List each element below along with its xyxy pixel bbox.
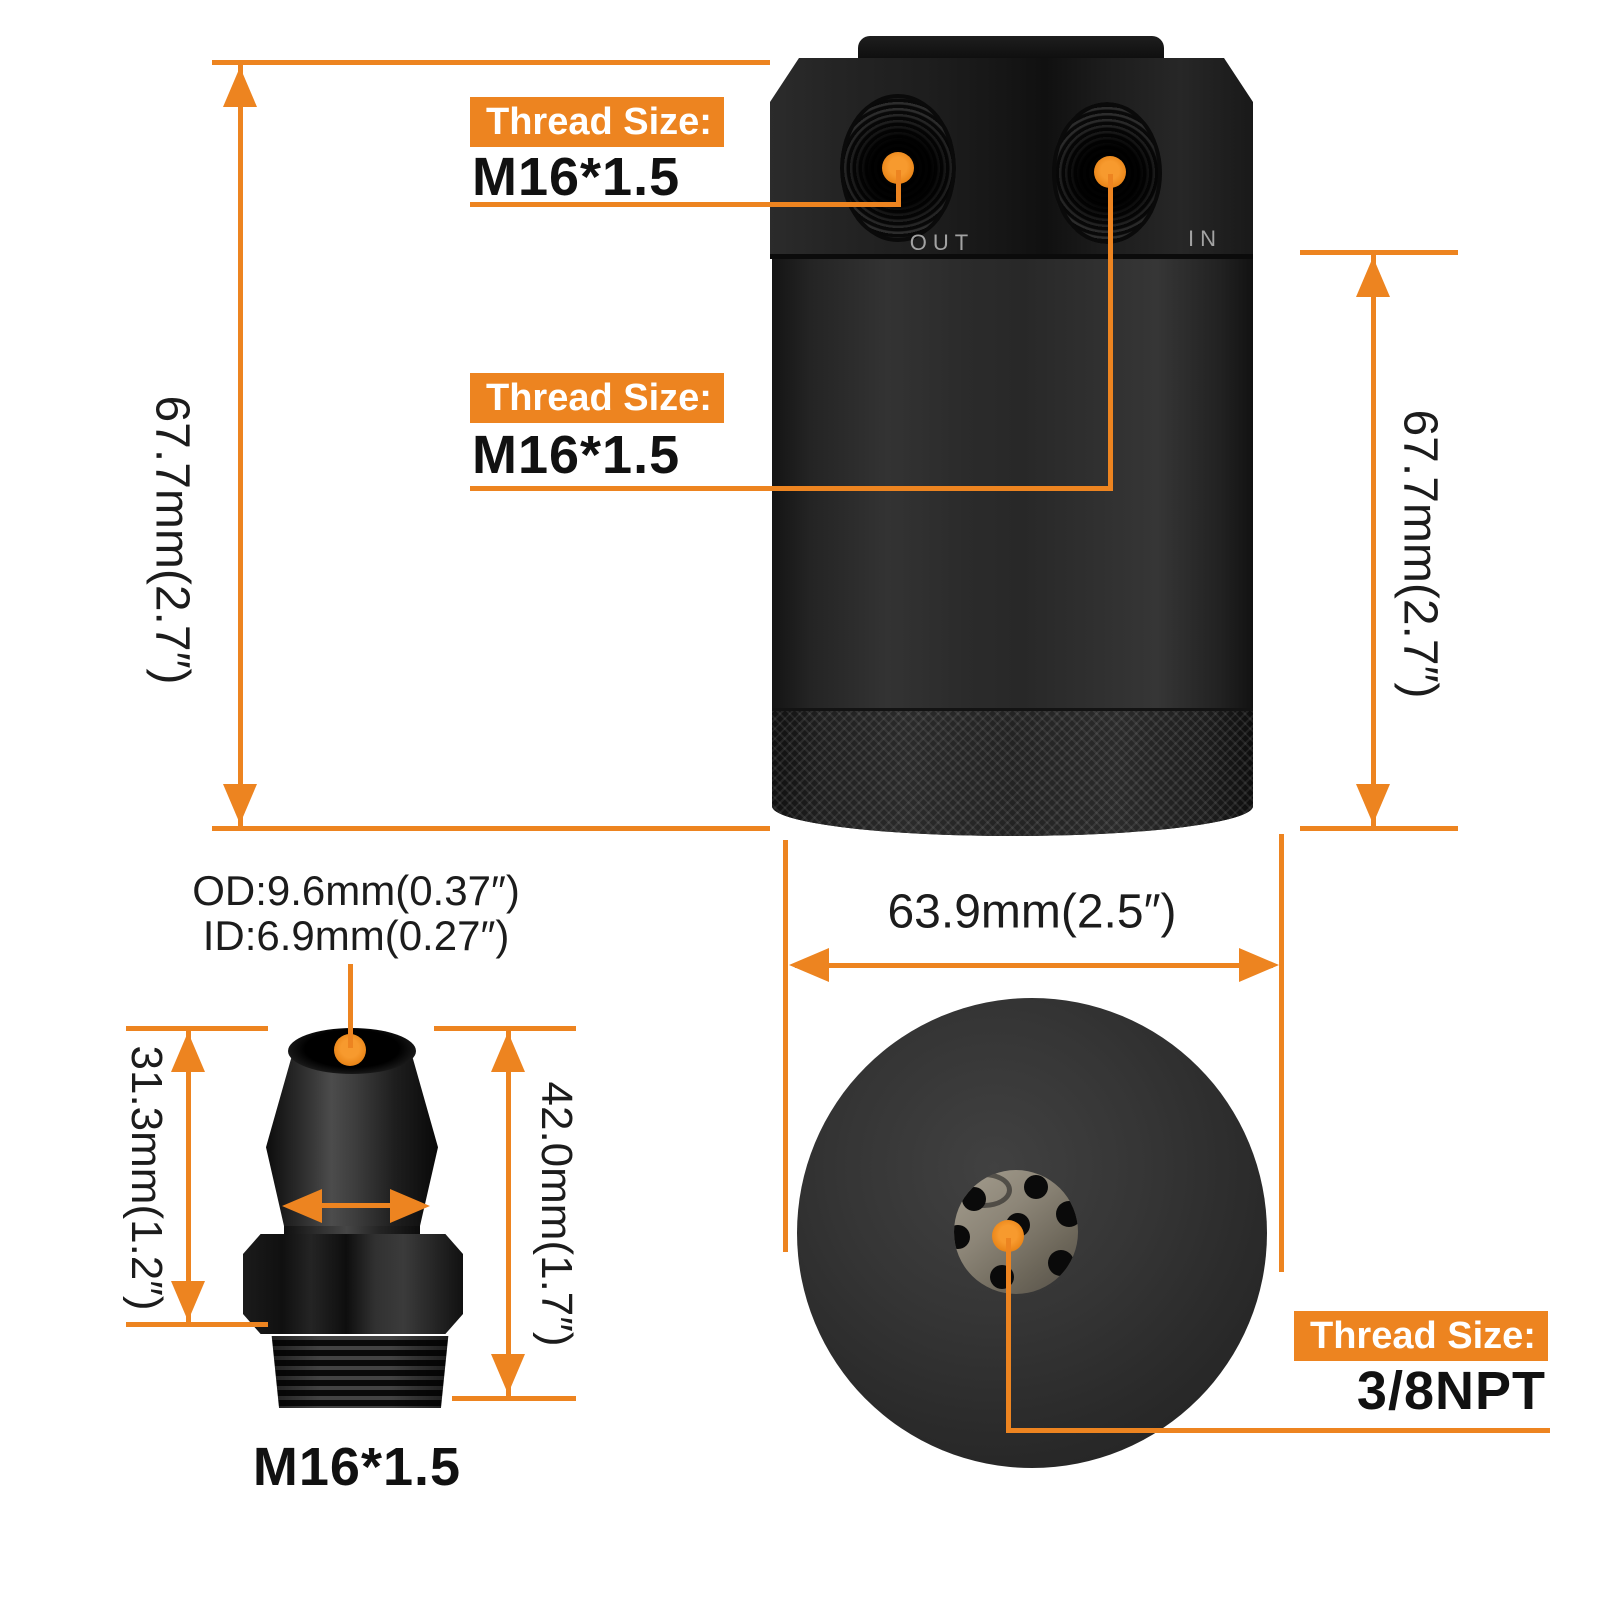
in-port-label: IN (1188, 226, 1222, 251)
thread-size-label-drain: Thread Size: (1294, 1311, 1548, 1361)
dim-barb-text: 31.3mm(1.2″) (122, 1045, 171, 1311)
dim-fit-arrow-up (491, 1032, 525, 1072)
fitting-id-text: ID:6.9mm(0.27″) (202, 912, 510, 959)
dim-dia-ext-right (1279, 834, 1284, 1272)
dim-fit-text: 42.0mm(1.7″) (532, 1081, 581, 1347)
dim-barbwidth-line (300, 1203, 404, 1208)
fitting-hex-nut (243, 1234, 463, 1334)
dim-fit-ext-top (434, 1026, 576, 1031)
odid-leader-vertical (348, 964, 353, 1048)
dim-right-ext-top (1300, 250, 1458, 255)
dim-dia-line (795, 963, 1273, 968)
baffle-hole (1048, 1250, 1074, 1276)
dim-left-text: 67.7mm(2.7″) (145, 395, 199, 685)
dim-right-text: 67.7mm(2.7″) (1393, 409, 1447, 699)
thread-size-value-mid: M16*1.5 (472, 425, 681, 485)
dim-right-line (1371, 255, 1376, 826)
fitting-thread-caption: M16*1.5 (252, 1437, 462, 1497)
baffle-hole (954, 1225, 970, 1249)
dim-dia-arrow-left (789, 948, 829, 982)
dim-barb-arrow-down (171, 1281, 205, 1321)
dim-barb-line (186, 1030, 191, 1323)
can-knurl-band (772, 708, 1253, 836)
thread-size-value-drain: 3/8NPT (1356, 1361, 1546, 1421)
dim-dia-text: 63.9mm(2.5″) (887, 885, 1177, 939)
dim-barb-ext-bottom (126, 1322, 268, 1327)
dim-fit-ext-bottom (452, 1396, 576, 1401)
dim-dia-arrow-right (1239, 948, 1279, 982)
baffle-hole (1056, 1201, 1078, 1227)
dim-barb-ext-top (126, 1026, 268, 1031)
dim-right-arrow-up (1356, 257, 1390, 297)
thread-size-label-mid: Thread Size: (470, 373, 724, 423)
fitting-threads (271, 1336, 449, 1408)
dim-fit-arrow-down (491, 1354, 525, 1394)
can-seam (770, 254, 1253, 259)
dim-left-line (238, 65, 243, 826)
drain-hole (954, 1170, 1078, 1294)
dim-barb-arrow-up (171, 1032, 205, 1072)
drain-leader-underline (1006, 1428, 1550, 1433)
dim-left-ext-bottom (212, 826, 770, 831)
fitting-photo (0, 1000, 700, 1520)
out-leader-vertical (896, 170, 901, 206)
out-port-label: OUT (909, 230, 975, 255)
fitting-od-text: OD:9.6mm(0.37″) (192, 867, 520, 914)
dim-barbwidth-arrow-right (390, 1189, 430, 1223)
dim-left-ext-top (212, 60, 770, 65)
thread-size-label-top: Thread Size: (470, 97, 724, 147)
baffle-hole (1024, 1175, 1048, 1199)
out-leader-underline (470, 202, 901, 207)
dim-right-arrow-down (1356, 784, 1390, 824)
drain-leader-vertical (1006, 1238, 1011, 1432)
in-leader-underline (470, 486, 1113, 491)
dim-barbwidth-arrow-left (282, 1189, 322, 1223)
dim-fit-line (506, 1030, 511, 1396)
dim-left-arrow-down (223, 784, 257, 824)
dim-left-arrow-up (223, 67, 257, 107)
dim-dia-ext-left (783, 840, 788, 1252)
baffle-hole (962, 1187, 986, 1211)
catch-can-front-view: OUT IN (770, 36, 1253, 836)
thread-size-value-top: M16*1.5 (472, 147, 681, 207)
dim-right-ext-bottom (1300, 826, 1458, 831)
in-leader-vertical (1108, 174, 1113, 490)
